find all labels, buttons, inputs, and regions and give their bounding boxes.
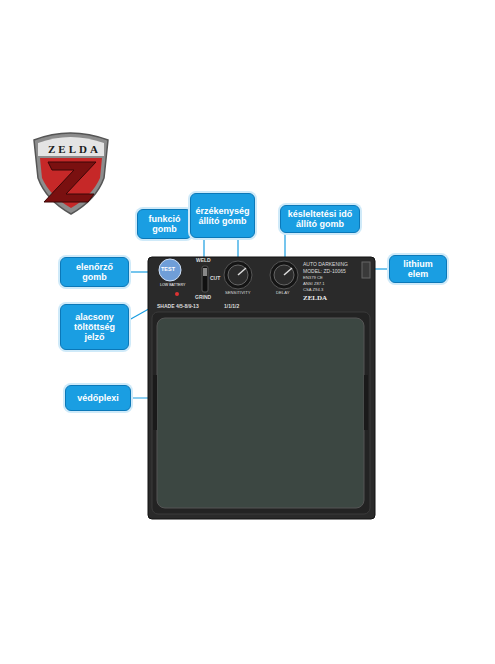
- callout-box: késleltetési idő állító gomb: [280, 205, 360, 233]
- switch-label: GRIND: [195, 295, 211, 301]
- spec-text: CSA Z94.3: [303, 288, 323, 293]
- cartridge: [148, 257, 375, 519]
- switch-label: CUT: [210, 276, 220, 282]
- brand-text: ZELDA: [303, 295, 327, 303]
- callout-box: funkció gomb: [137, 209, 192, 239]
- spec-text: AUTO DARKENING: [303, 262, 348, 268]
- callout-text: elenőrző gomb: [65, 262, 124, 282]
- callout-text: védőplexi: [77, 393, 119, 403]
- class-label: 1/1/1/2: [224, 304, 239, 310]
- button-label: TEST: [161, 266, 175, 272]
- callout-box: érzékenység állító gomb: [190, 193, 255, 238]
- spec-text: ANSI Z87.1: [303, 282, 325, 287]
- callout-text: késleltetési idő állító gomb: [285, 209, 355, 229]
- callout-text: lithium elem: [394, 259, 442, 279]
- spec-text: MODEL: ZD-10065: [303, 269, 346, 275]
- knob-label: SENSITIVITY: [225, 291, 251, 296]
- shade-label: SHADE 4/5-8/9-13: [157, 304, 199, 310]
- spec-text: EN379 CE: [303, 276, 323, 281]
- callout-box: alacsony töltöttség jelző: [60, 304, 129, 350]
- switch-label: WELD: [196, 258, 211, 264]
- callout-box: lithium elem: [389, 255, 447, 283]
- callout-text: érzékenység állító gomb: [195, 206, 250, 226]
- knob-label: DELAY: [276, 291, 289, 296]
- callout-box: elenőrző gomb: [60, 257, 129, 287]
- callout-text: funkció gomb: [142, 214, 187, 234]
- callout-text: alacsony töltöttség jelző: [65, 312, 124, 342]
- logo-text: ZELDA: [48, 143, 101, 155]
- callout-box: védőplexi: [65, 385, 131, 411]
- indicator-label: LOW BATTERY: [160, 284, 185, 288]
- logo-shield: [34, 133, 108, 214]
